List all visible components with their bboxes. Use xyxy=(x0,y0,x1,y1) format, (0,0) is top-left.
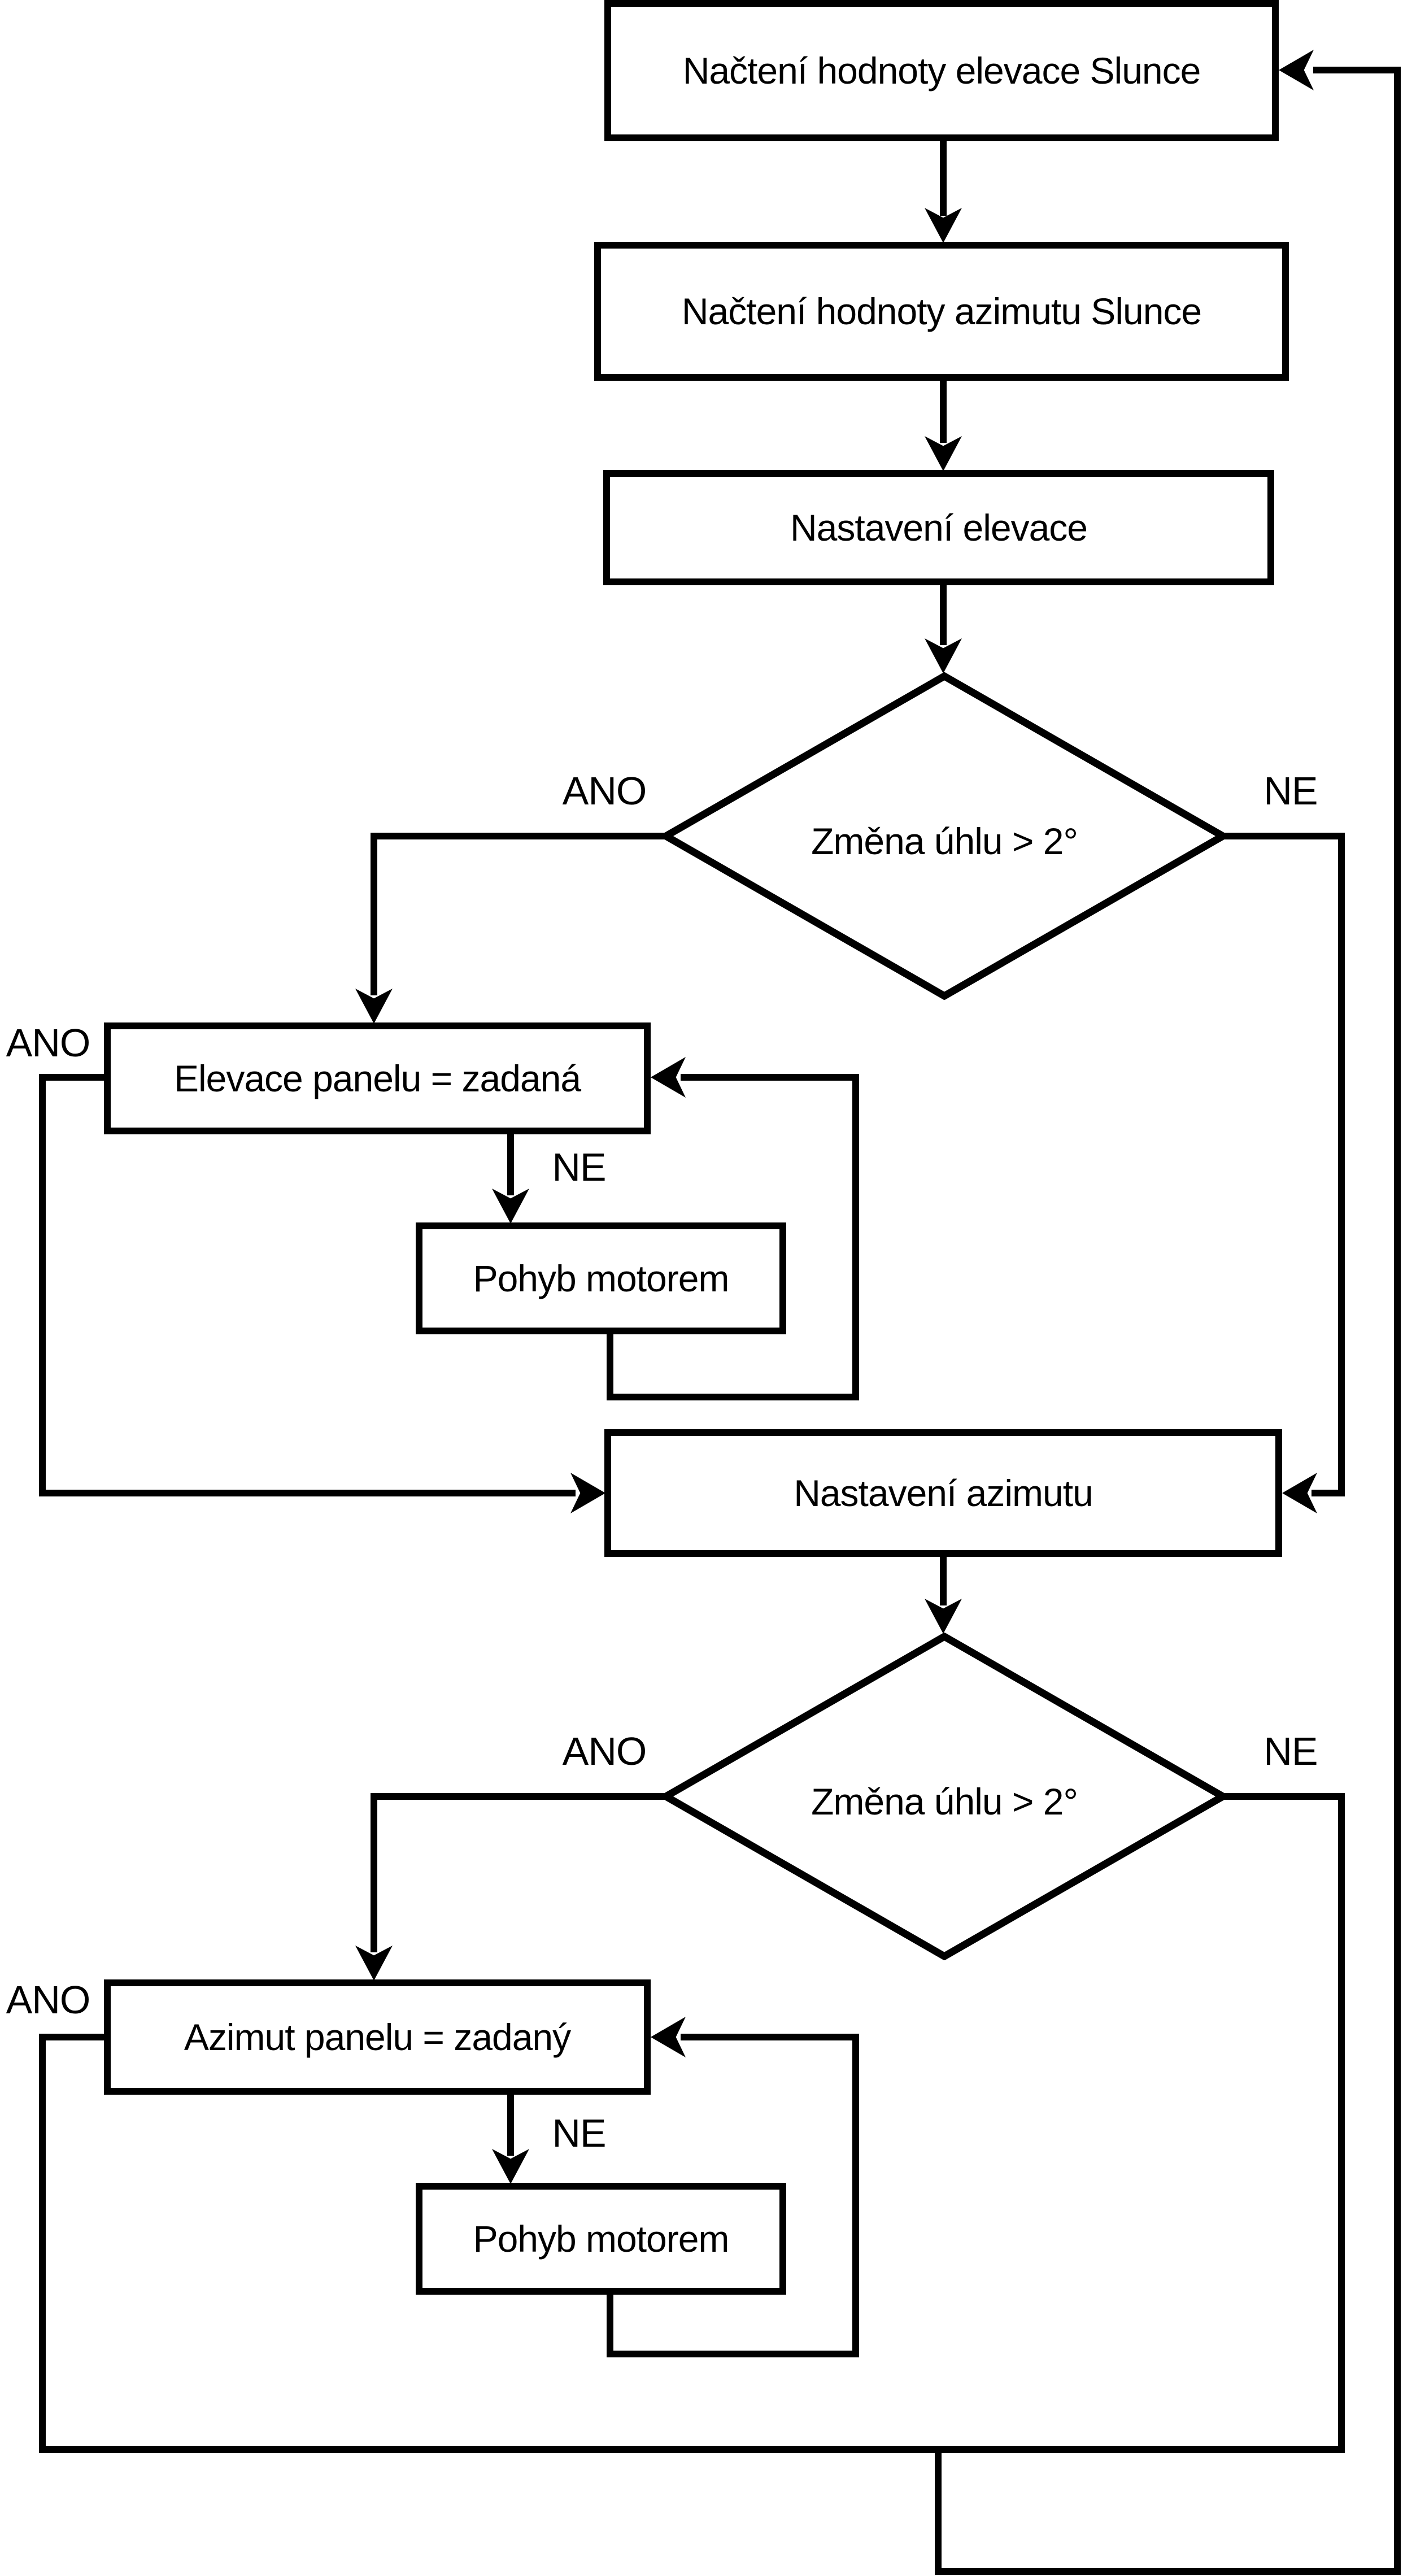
edge-elevation-ne-to-motor1 xyxy=(507,1134,514,1195)
edge-elevation-ano-down xyxy=(39,1074,46,1496)
edge-motor1-loop-down xyxy=(607,1334,613,1400)
diamond-shape xyxy=(662,1633,1227,1960)
process-box-set-azimuth: Nastavení azimutu xyxy=(604,1429,1282,1557)
edge-decision1-ano-down xyxy=(371,836,377,995)
edge-decision2-ne-down xyxy=(1338,1796,1345,2453)
edge-motor1-loop-bottom xyxy=(607,1394,859,1400)
edge-bottom-merge-down xyxy=(935,2446,942,2575)
edge-azimuth-ne-to-motor2 xyxy=(507,2095,514,2156)
branch-label-d1-ano: ANO xyxy=(562,769,647,813)
edge-elevation-ano-to-set-azimuth xyxy=(39,1490,576,1496)
edge-bottom-return xyxy=(935,2568,1401,2575)
branch-label-elev-ano: ANO xyxy=(6,1021,91,1065)
process-label: Nastavení azimutu xyxy=(794,1472,1093,1514)
process-label: Pohyb motorem xyxy=(473,1257,730,1299)
arrowhead-return-into-load-elevation xyxy=(1279,50,1314,90)
edge-motor1-loop-return xyxy=(681,1074,859,1081)
process-label: Načtení hodnoty azimutu Slunce xyxy=(681,290,1202,332)
process-box-load-azimuth: Načtení hodnoty azimutu Slunce xyxy=(594,242,1289,381)
edge-decision1-ne-to-set-azimuth xyxy=(1312,1490,1345,1496)
edge-set-elevation-to-decision1 xyxy=(940,585,947,645)
edge-decision1-ano-left xyxy=(371,833,672,839)
process-label: Elevace panelu = zadaná xyxy=(173,1058,581,1099)
process-label: Azimut panelu = zadaný xyxy=(184,2016,571,2058)
edge-azimuth-ano-exit xyxy=(39,2034,107,2040)
diamond-shape xyxy=(662,672,1227,1000)
branch-label-az-ano: ANO xyxy=(6,1978,91,2022)
process-box-elevation-equal: Elevace panelu = zadaná xyxy=(104,1022,651,1134)
edge-return-into-start xyxy=(1313,67,1401,73)
decision-elevation-angle: Změna úhlu > 2° xyxy=(662,672,1227,1000)
edge-bottom-merge xyxy=(39,2446,1345,2453)
edge-set-azimuth-to-decision2 xyxy=(940,1557,947,1605)
edge-motor1-loop-up xyxy=(852,1074,859,1400)
decision-azimuth-angle: Změna úhlu > 2° xyxy=(662,1633,1227,1960)
edge-load-azimuth-to-set-elevation xyxy=(940,381,947,443)
edge-motor2-loop-return xyxy=(681,2034,859,2040)
edge-decision1-ne-down xyxy=(1338,836,1345,1496)
decision-label: Změna úhlu > 2° xyxy=(811,820,1078,862)
branch-label-elev-ne: NE xyxy=(552,1145,606,1189)
edge-load-elevation-to-load-azimuth xyxy=(940,141,947,216)
arrowhead-ano-into-set-azimuth xyxy=(570,1473,605,1513)
edge-decision2-ano-down xyxy=(371,1796,377,1952)
edge-elevation-ano-exit xyxy=(39,1074,107,1081)
branch-label-d2-ano: ANO xyxy=(562,1729,647,1773)
process-box-azimuth-equal: Azimut panelu = zadaný xyxy=(104,1979,651,2095)
process-box-motor-move-2: Pohyb motorem xyxy=(416,2183,786,2295)
edge-motor2-loop-up xyxy=(852,2034,859,2357)
process-box-motor-move-1: Pohyb motorem xyxy=(416,1222,786,1334)
branch-label-d1-ne: NE xyxy=(1263,769,1318,813)
process-box-set-elevation: Nastavení elevace xyxy=(603,470,1274,585)
process-box-load-elevation: Načtení hodnoty elevace Slunce xyxy=(604,0,1279,141)
edge-decision1-ne-right xyxy=(1217,833,1345,839)
branch-label-d2-ne: NE xyxy=(1263,1729,1318,1773)
edge-decision2-ne-right xyxy=(1217,1793,1345,1800)
process-label: Načtení hodnoty elevace Slunce xyxy=(682,50,1201,92)
process-label: Pohyb motorem xyxy=(473,2218,730,2260)
edge-decision2-ano-left xyxy=(371,1793,672,1800)
branch-label-az-ne: NE xyxy=(552,2111,606,2155)
decision-label: Změna úhlu > 2° xyxy=(811,1781,1078,1822)
edge-motor2-loop-bottom xyxy=(607,2351,859,2357)
edge-motor2-loop-down xyxy=(607,2295,613,2357)
edge-azimuth-ano-down xyxy=(39,2034,46,2452)
process-label: Nastavení elevace xyxy=(790,507,1088,549)
edge-return-right-up xyxy=(1394,67,1401,2575)
